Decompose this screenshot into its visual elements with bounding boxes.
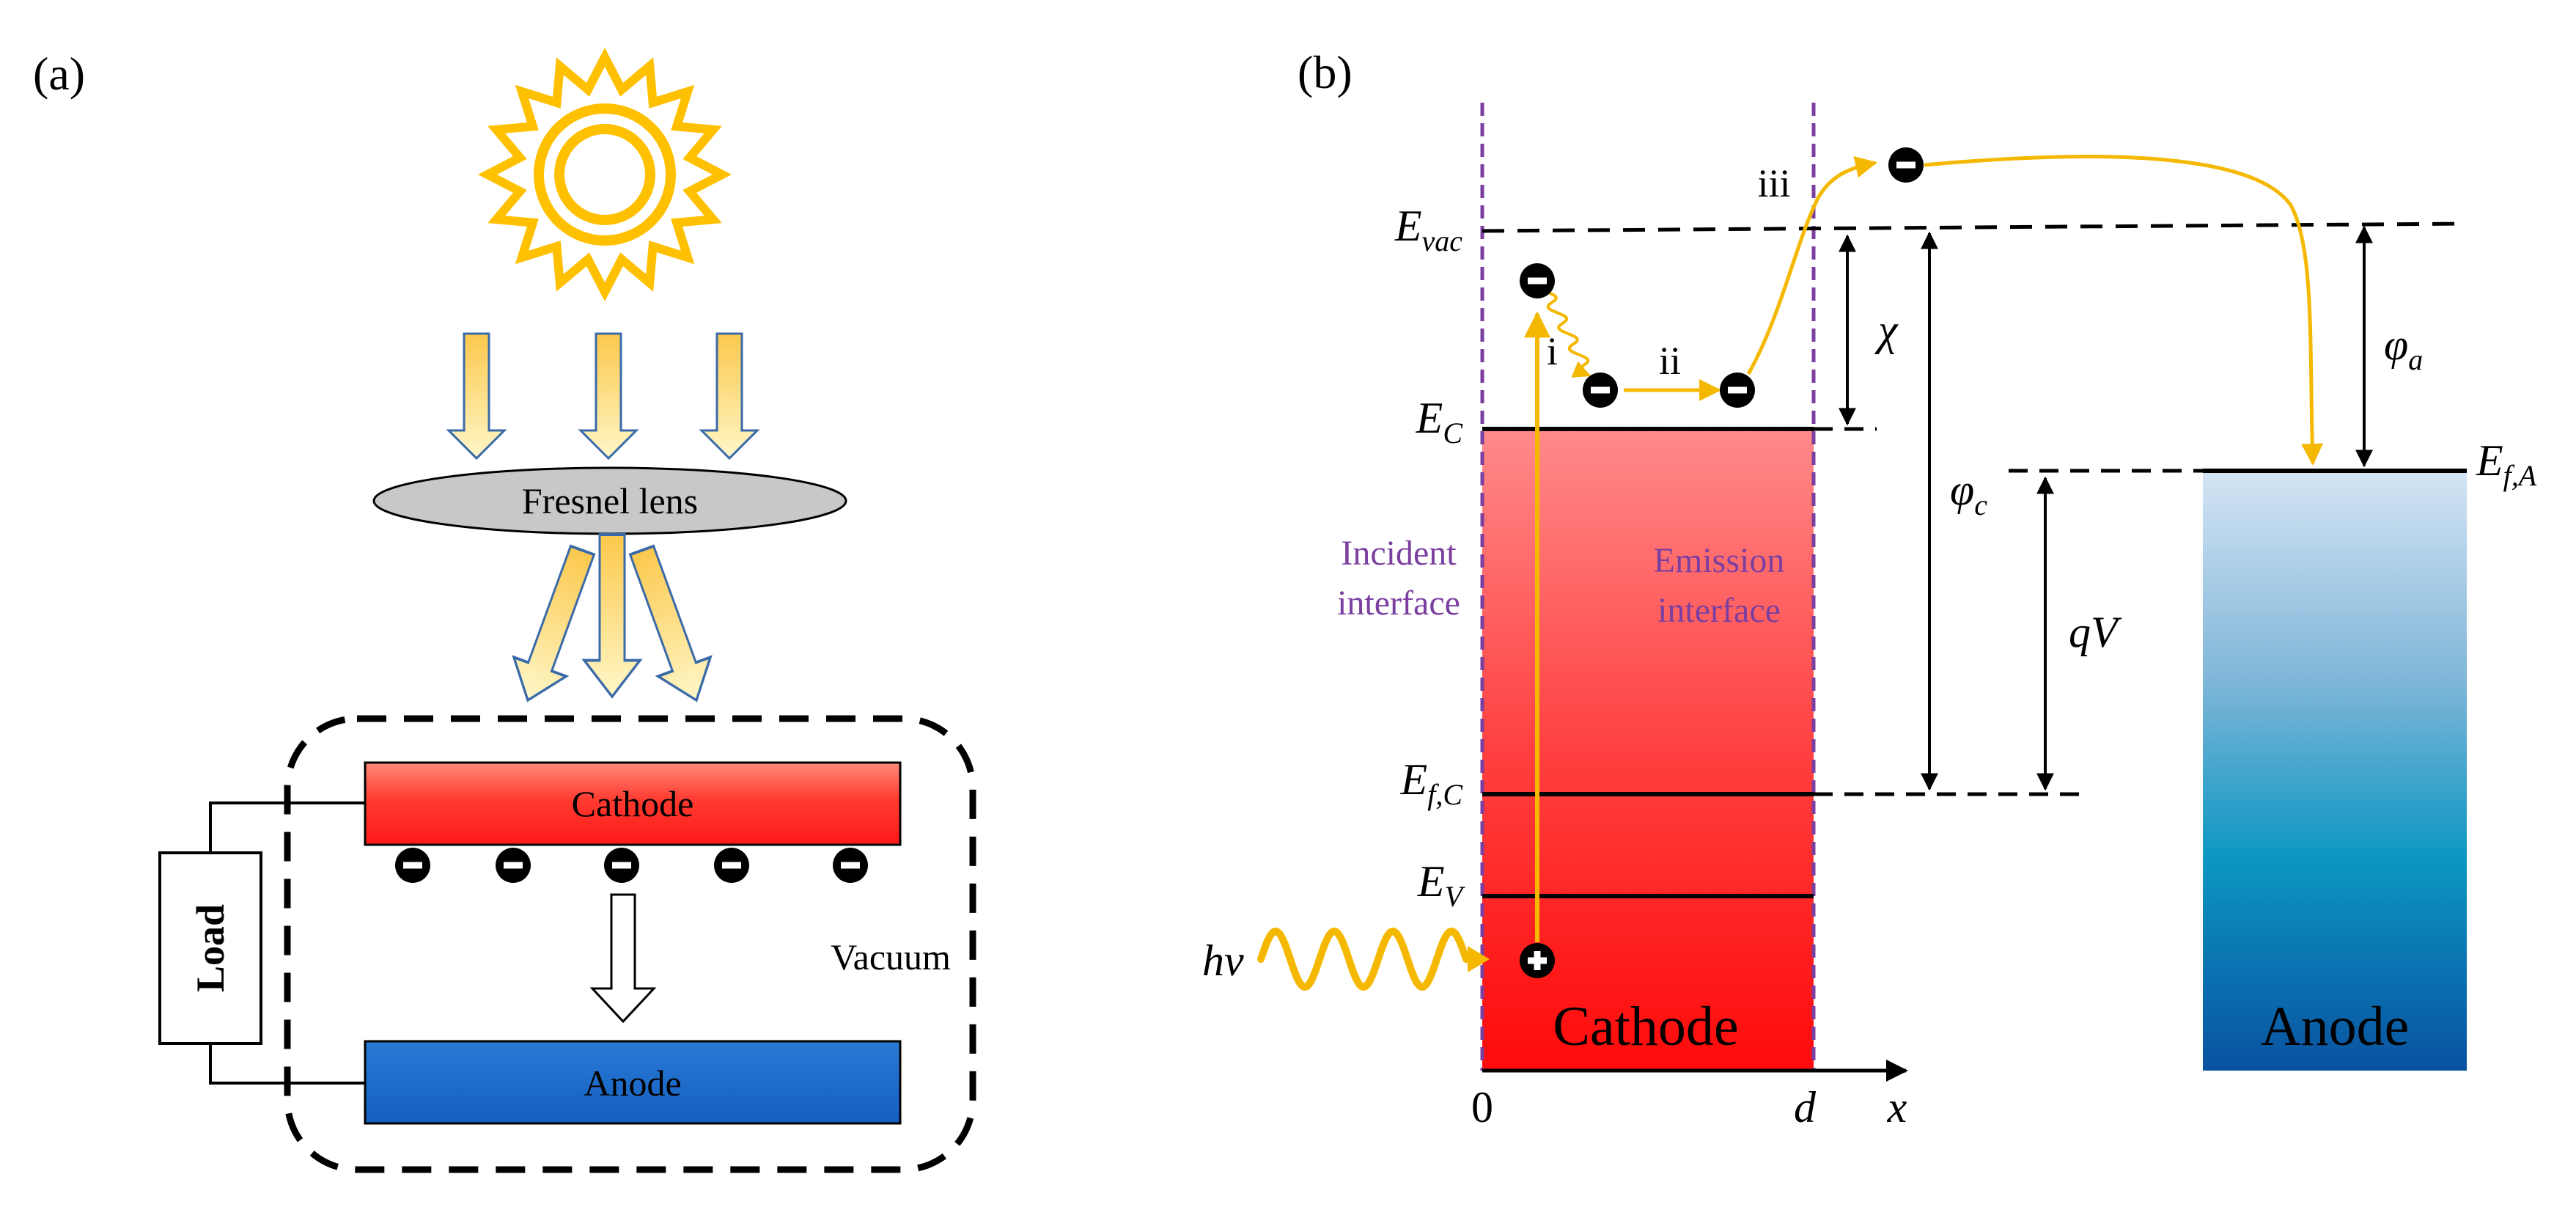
electron-icon bbox=[1888, 147, 1924, 183]
load-box bbox=[158, 851, 262, 1045]
phi-c-label: φc bbox=[1950, 466, 1987, 521]
anode-block-label: Anode bbox=[2261, 996, 2410, 1057]
photon-arrowhead bbox=[1468, 946, 1490, 972]
panel-b: (b) Cathode Anode Incident interface Emi… bbox=[1202, 46, 2537, 1131]
axis-x-label: x bbox=[1887, 1083, 1907, 1131]
emission-arrow bbox=[1746, 155, 1877, 375]
axis-thickness-label: d bbox=[1794, 1083, 1817, 1131]
electron-icon bbox=[1520, 263, 1555, 298]
sun-icon bbox=[477, 47, 732, 302]
e-fa-label: Ef,A bbox=[2476, 436, 2537, 492]
wire-anode bbox=[209, 1043, 365, 1085]
panel-a-label: (a) bbox=[33, 48, 85, 100]
cathode-label: Cathode bbox=[572, 783, 694, 824]
electron-icon bbox=[604, 848, 639, 883]
phi-a-label: φa bbox=[2384, 320, 2423, 376]
incident-interface-label-line1: Incident bbox=[1341, 534, 1457, 573]
electron-icon bbox=[1720, 373, 1755, 408]
photon-wave bbox=[1257, 927, 1470, 991]
step-ii-label: ii bbox=[1659, 339, 1681, 383]
electron-icon bbox=[395, 848, 430, 883]
light-beam-arrow bbox=[700, 332, 759, 460]
e-c-label: EC bbox=[1416, 394, 1464, 450]
cathode-block-label: Cathode bbox=[1553, 996, 1738, 1057]
photon-label: hν bbox=[1202, 936, 1244, 985]
e-vac-label: Evac bbox=[1394, 202, 1462, 257]
electron-icon bbox=[496, 848, 531, 883]
light-beam-arrow bbox=[447, 332, 506, 460]
vacuum-enclosure bbox=[284, 715, 976, 1173]
panel-a: (a) Fresnel lens Vacuum Load Cathode bbox=[33, 47, 976, 1173]
panel-b-label: (b) bbox=[1298, 46, 1353, 98]
emission-interface-label-line1: Emission bbox=[1654, 541, 1785, 580]
vacuum-label: Vacuum bbox=[831, 936, 951, 977]
electron-icon bbox=[833, 848, 868, 883]
electron-icon bbox=[714, 848, 749, 883]
load-label: Load bbox=[188, 904, 232, 992]
light-beam-arrow bbox=[579, 332, 638, 460]
step-i-label: i bbox=[1547, 329, 1558, 373]
hole-icon bbox=[1520, 943, 1555, 978]
anode-block bbox=[2203, 471, 2467, 1071]
thermalization-arrow bbox=[1546, 290, 1591, 378]
qv-label: qV bbox=[2069, 608, 2122, 656]
electron-icon bbox=[1583, 373, 1618, 408]
e-v-label: EV bbox=[1417, 857, 1466, 913]
incident-interface-label-line2: interface bbox=[1337, 584, 1460, 623]
cathode-plate bbox=[364, 761, 902, 846]
electron-flow-arrow bbox=[589, 893, 657, 1024]
fresnel-lens-label: Fresnel lens bbox=[522, 480, 698, 521]
emission-interface-label-line2: interface bbox=[1657, 591, 1781, 630]
anode-plate bbox=[364, 1040, 902, 1125]
anode-label: Anode bbox=[584, 1063, 681, 1104]
focused-beam-arrow bbox=[500, 539, 611, 711]
focused-beam-arrow bbox=[614, 539, 724, 711]
vacuum-transit-arrow bbox=[1924, 155, 2324, 466]
axis-origin-label: 0 bbox=[1471, 1083, 1493, 1131]
step-iii-label: iii bbox=[1757, 161, 1790, 205]
wire-cathode bbox=[209, 801, 365, 853]
chi-label: χ bbox=[1874, 306, 1899, 354]
vacuum-level-line bbox=[1482, 221, 2468, 233]
e-fc-label: Ef,C bbox=[1400, 755, 1464, 811]
